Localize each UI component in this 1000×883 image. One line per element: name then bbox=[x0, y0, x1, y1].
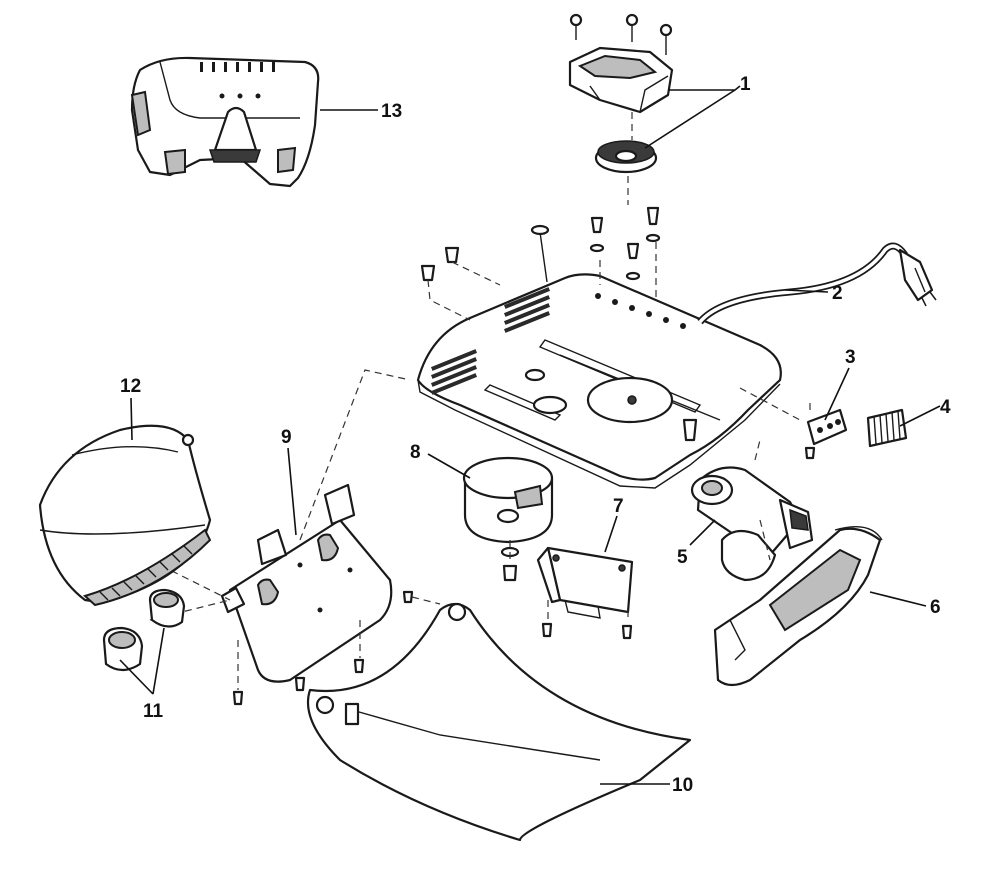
leader-lines bbox=[119, 85, 941, 785]
callout-7: 7 bbox=[613, 496, 624, 517]
callout-1: 1 bbox=[740, 74, 751, 95]
part-5-motor bbox=[690, 439, 814, 582]
part-8-capacitor bbox=[462, 456, 554, 582]
callout-11: 11 bbox=[143, 701, 164, 722]
part-13-cover bbox=[130, 56, 320, 188]
part-9-light-bracket bbox=[149, 369, 411, 706]
part-1-sprocket-assembly bbox=[568, 13, 674, 205]
part-11-light-sockets bbox=[102, 588, 186, 672]
callout-12: 12 bbox=[120, 376, 141, 397]
part-12-end-cover bbox=[38, 424, 212, 607]
callout-6: 6 bbox=[930, 597, 941, 618]
callout-5: 5 bbox=[677, 547, 688, 568]
part-3-terminal-block bbox=[739, 387, 848, 460]
part-4-connector bbox=[866, 408, 908, 448]
callout-8: 8 bbox=[410, 442, 421, 463]
callout-2: 2 bbox=[832, 283, 843, 304]
part-6-board-housing bbox=[713, 526, 883, 687]
callout-3: 3 bbox=[845, 347, 856, 368]
callout-10: 10 bbox=[672, 775, 693, 796]
callout-9: 9 bbox=[281, 427, 292, 448]
callout-13: 13 bbox=[381, 101, 402, 122]
chassis-plate bbox=[416, 206, 782, 489]
callout-4: 4 bbox=[940, 397, 951, 418]
part-2-power-cord bbox=[697, 242, 937, 325]
callout-labels: 1 2 3 4 5 6 7 8 9 10 11 12 13 bbox=[120, 74, 951, 796]
part-7-bracket bbox=[536, 546, 634, 640]
part-10-lens bbox=[294, 590, 692, 842]
